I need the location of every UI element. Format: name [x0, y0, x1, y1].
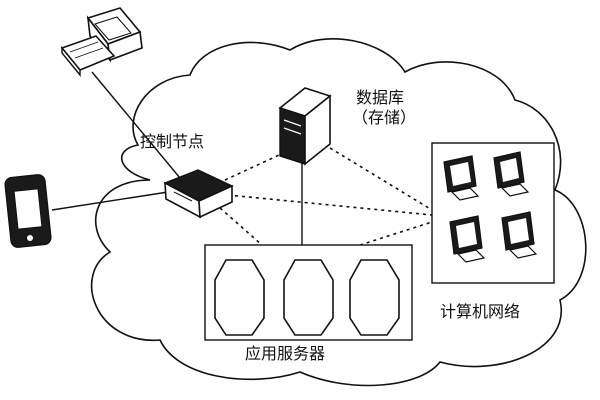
database-storage-label: （存储）	[352, 108, 417, 127]
link-control-network	[227, 194, 433, 216]
desktop-computer-icon	[60, 7, 143, 77]
link-control-app	[219, 207, 263, 246]
link-control-db	[224, 149, 291, 181]
network-monitor-icon	[449, 215, 486, 263]
control-node-device-icon	[163, 169, 234, 219]
network-monitor-icon	[501, 211, 538, 259]
link-app-network	[359, 221, 433, 246]
app-server-hexagon	[214, 259, 265, 336]
link-db-network	[329, 147, 433, 211]
app-server-hexagon	[283, 259, 334, 336]
control-node-label: 控制节点	[140, 132, 205, 151]
network-monitor-icon	[493, 151, 530, 197]
app-server-hexagon	[349, 259, 400, 336]
mobile-phone-icon	[4, 174, 52, 248]
database-label: 数据库	[356, 88, 405, 107]
network-monitor-icon	[443, 155, 480, 201]
computer-network-label: 计算机网络	[440, 302, 521, 321]
link-phone-control	[51, 191, 169, 211]
app-servers-label: 应用服务器	[245, 344, 326, 363]
database-server-icon	[278, 87, 332, 166]
link-desktop-control	[91, 71, 181, 179]
